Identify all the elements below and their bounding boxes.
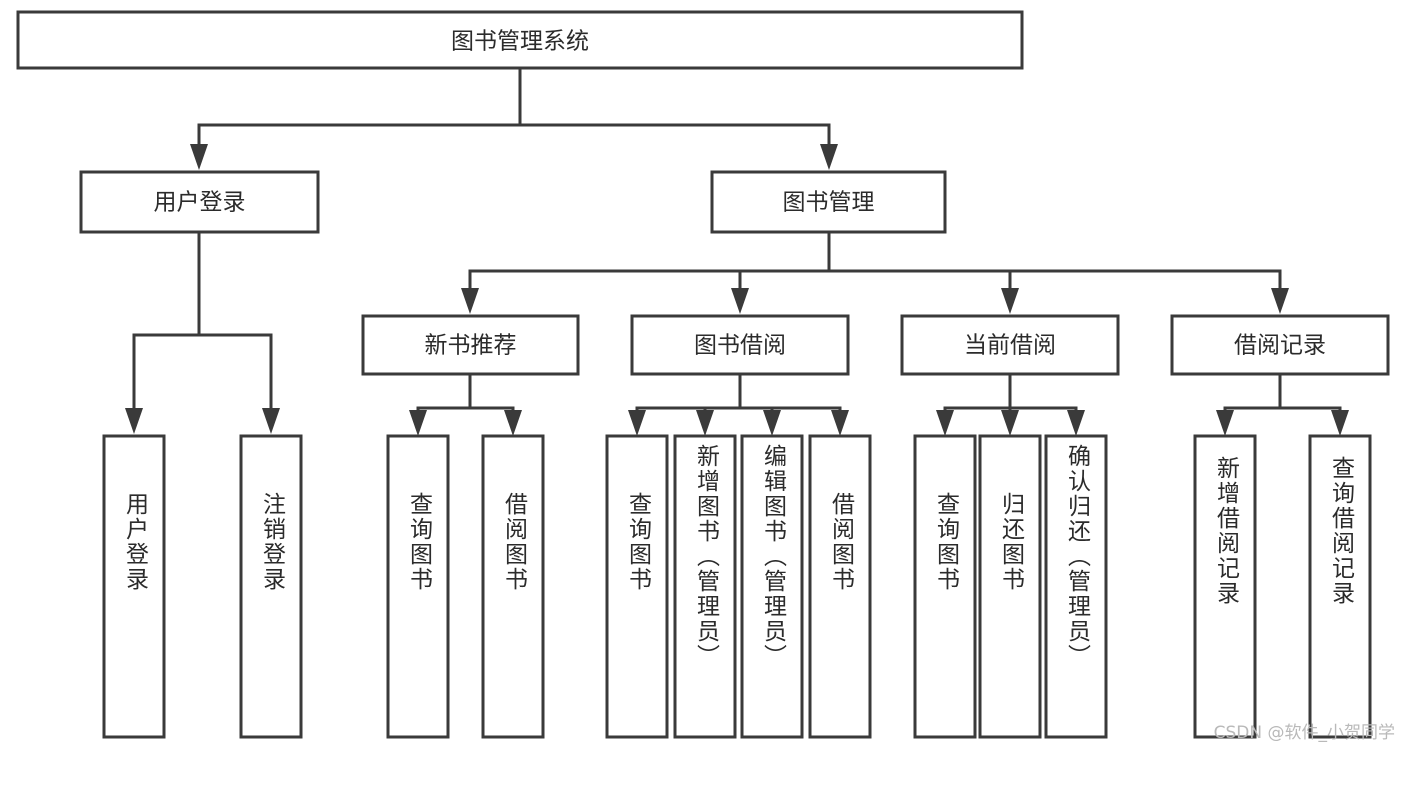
leaf-box-borrow-book-new[interactable] <box>481 434 545 739</box>
node-root-label: 图书管理系统 <box>451 29 589 55</box>
leaf-box-query-book-new[interactable] <box>386 434 450 739</box>
node-book-management-label: 图书管理 <box>783 190 875 216</box>
leaf-box-user-login[interactable] <box>102 434 166 739</box>
node-borrow-record-label: 借阅记录 <box>1234 333 1326 359</box>
node-new-book-recommend-label: 新书推荐 <box>425 333 517 359</box>
connector-user-login-to-leaves <box>125 230 280 434</box>
leaf-box-confirm-return-admin[interactable] <box>1044 434 1108 739</box>
connector-borrow-record-to-leaves <box>1216 372 1349 436</box>
leaf-box-borrow-book[interactable] <box>808 434 872 739</box>
node-user-login[interactable]: 用户登录 <box>79 170 320 234</box>
flowchart-diagram: 图书管理系统 用户登录 图书管理 新书推荐 图书借阅 当前借阅 借阅记录 <box>16 10 1395 743</box>
leaf-box-logout-login[interactable] <box>239 434 303 739</box>
node-new-book-recommend[interactable]: 新书推荐 <box>361 314 580 376</box>
leaf-box-query-book-current[interactable] <box>913 434 977 739</box>
node-root-system[interactable]: 图书管理系统 <box>16 10 1024 70</box>
connector-current-borrow-to-leaves <box>936 372 1085 436</box>
leaf-box-query-book-borrow[interactable] <box>605 434 669 739</box>
leaf-box-add-borrow-record[interactable] <box>1193 434 1257 739</box>
leaf-box-edit-book-admin[interactable] <box>740 434 804 739</box>
node-current-borrow-label: 当前借阅 <box>964 333 1056 359</box>
leaf-box-add-book-admin[interactable] <box>673 434 737 739</box>
leaf-box-return-book[interactable] <box>978 434 1042 739</box>
node-user-login-label: 用户登录 <box>154 190 246 216</box>
csdn-watermark: CSDN @软件_小贺同学 <box>1213 723 1395 743</box>
node-book-management[interactable]: 图书管理 <box>710 170 947 234</box>
leaf-boxes <box>102 434 1372 739</box>
node-borrow-record[interactable]: 借阅记录 <box>1170 314 1390 376</box>
leaf-box-query-borrow-record[interactable] <box>1308 434 1372 739</box>
diagram-canvas: 图书管理系统 用户登录 图书管理 新书推荐 图书借阅 当前借阅 借阅记录 <box>16 10 1390 739</box>
node-book-borrow-label: 图书借阅 <box>694 333 786 359</box>
connector-book-borrow-to-leaves <box>628 372 849 436</box>
node-book-borrow[interactable]: 图书借阅 <box>630 314 850 376</box>
connector-book-mgmt-to-level3 <box>461 230 1289 314</box>
connector-new-book-to-leaves <box>409 372 522 436</box>
node-current-borrow[interactable]: 当前借阅 <box>900 314 1120 376</box>
connector-root-to-level2 <box>190 66 838 170</box>
